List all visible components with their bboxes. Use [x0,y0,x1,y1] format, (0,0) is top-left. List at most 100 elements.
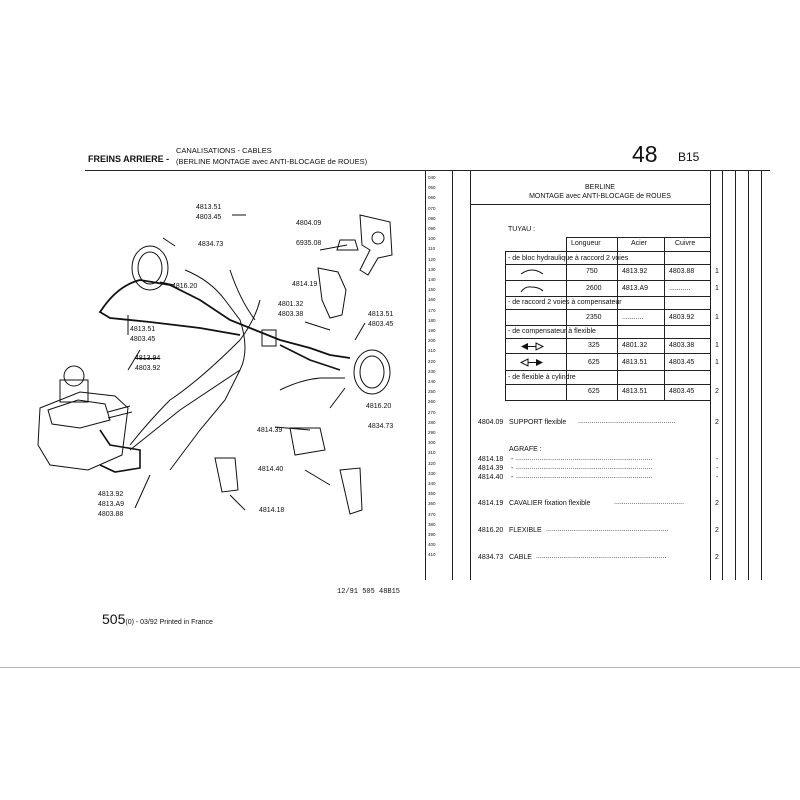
line-code: 310 [428,450,436,456]
bend-icon-2 [520,286,544,293]
row-3-length: 2350 [586,314,602,321]
row-rule-2 [505,296,710,297]
row-3-qty: 1 [715,314,719,321]
row-3-cuivre: 4803.92 [669,314,695,321]
frame-rule-a [470,170,471,580]
group-title-4: - de flexible à cylindre [508,374,576,381]
row-2-cuivre: ........... [669,285,691,292]
line-code: 090 [428,226,436,231]
part-3-dots: ........................................… [516,455,653,462]
footer-model: 505(0) - 03/92 Printed in France [102,611,213,629]
line-code: 370 [428,511,436,517]
row-6-cuivre: 4803.45 [669,388,695,395]
col-rule-2 [735,170,736,580]
col-rule-1 [722,170,723,580]
row-6-length: 625 [588,388,600,395]
tuyau-label: TUYAU : [508,226,536,233]
page-bottom-rule [0,667,800,668]
callout-4801-32: 4801.32 [278,301,304,308]
line-code: 060 [428,195,436,201]
header-rule [85,170,770,171]
line-code: 240 [428,379,436,384]
part-8-qty: 2 [715,554,719,561]
row-rule-3 [505,325,710,326]
callout-4813-a9: 4813.A9 [98,501,125,508]
part-6-desc: CAVALIER fixation flexible [509,500,591,507]
agrafe-label: AGRAFE : [509,446,542,453]
line-code: 320 [428,460,436,466]
row-2-qty: 1 [715,285,719,292]
title-rule [470,204,710,205]
line-code: 250 [428,389,436,395]
group-rule-3 [505,338,710,339]
callout-4834-73-right: 4834.73 [368,423,394,430]
col-rule-4 [761,170,762,580]
group-title-2: - de raccord 2 voies à compensateur [508,299,622,306]
part-3-qty: - [716,456,719,463]
footer-print-info: (0) - 03/92 Printed in France [125,619,213,626]
part-3-desc: - [511,456,514,463]
part-5-desc: - [511,474,514,481]
part-1-qty: 2 [715,419,719,426]
section-title: FREINS ARRIERE - [88,154,170,164]
row-rule-4 [505,353,710,354]
fitting-icon-2 [520,358,543,367]
line-code: 410 [428,552,436,558]
col-header-acier: Acier [631,240,647,247]
part-4-desc: - [511,465,514,472]
callout-4814-18: 4814.18 [259,507,285,514]
group-title-1: - de bloc hydraulique à raccord 2 voies [508,255,629,262]
part-1-desc: SUPPORT flexible [509,419,567,426]
row-rule-5 [505,370,710,371]
footer-model-number: 505 [102,611,126,627]
part-7-desc: FLEXIBLE [509,527,542,534]
row-5-cuivre: 4803.45 [669,359,695,366]
line-code: 150 [428,287,436,293]
part-8-desc: CABLE [509,554,532,561]
part-6-dots: .................................... [614,499,685,506]
bend-icon-1 [520,269,544,275]
callout-4814-39: 4814.39 [257,427,283,434]
callout-4803-45-right: 4803.45 [368,321,394,328]
callout-4813-51-top: 4813.51 [196,204,222,211]
callout-4814-40: 4814.40 [258,466,284,473]
col-header-cuivre: Cuivre [675,240,696,247]
line-code: 360 [428,501,436,507]
group-rule-4 [505,384,710,385]
part-8-dots: ........................................… [536,553,667,560]
row-1-length: 750 [586,268,598,275]
line-code: 300 [428,440,436,446]
row-4-qty: 1 [715,342,719,349]
callout-4834-73-top: 4834.73 [198,241,224,248]
line-code: 380 [428,521,436,527]
callout-4803-88: 4803.88 [98,511,124,518]
line-code: 130 [428,266,436,272]
line-code: 230 [428,368,436,374]
group-rule-2 [505,309,710,310]
line-code: 210 [428,348,436,354]
callout-4816-20-right: 4816.20 [366,403,392,410]
part-4-qty: - [716,465,719,472]
part-4-ref: 4814.39 [478,465,504,472]
part-3-ref: 4814.18 [478,456,504,463]
row-3-acier: ........... [622,314,644,321]
part-4-dots: ........................................… [516,464,653,471]
line-code: 110 [428,246,436,252]
callout-4816-20-left: 4816.20 [172,283,198,290]
line-code: 120 [428,256,436,262]
part-5-qty: - [716,474,719,481]
subsection-line-2: (BERLINE MONTAGE avec ANTI-BLOCAGE de RO… [176,157,368,166]
callout-4803-45-left: 4803.45 [130,336,156,343]
row-2-length: 2600 [586,285,602,292]
line-code: 270 [428,409,436,415]
row-2-acier: 4813.A9 [622,285,649,292]
line-code: 260 [428,399,436,405]
callout-4813-51-right: 4813.51 [368,311,394,318]
line-code: 160 [428,297,436,303]
line-code: 400 [428,542,436,548]
line-code: 340 [428,481,436,486]
line-code: 200 [428,338,436,344]
row-1-acier: 4813.92 [622,268,648,275]
fitting-icon-1 [521,342,544,351]
part-5-dots: ........................................… [516,473,653,480]
